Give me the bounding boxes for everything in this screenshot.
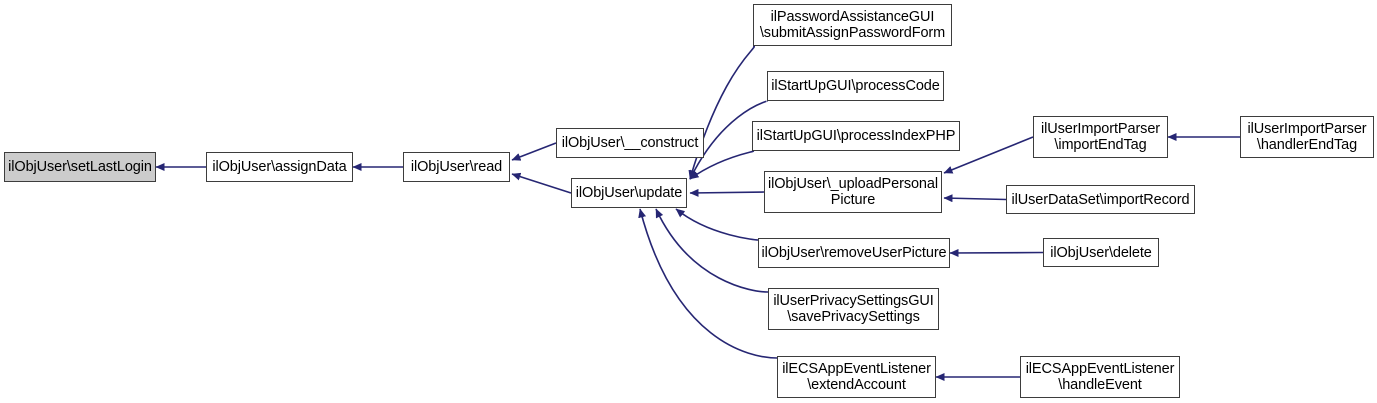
graph-node-assignData[interactable]: ilObjUser\assignData bbox=[206, 152, 353, 182]
graph-node-label: ilObjUser\_uploadPersonal Picture bbox=[768, 176, 938, 208]
graph-node-uploadPersonalPicture[interactable]: ilObjUser\_uploadPersonal Picture bbox=[764, 171, 942, 213]
graph-node-submitAssignPasswordForm[interactable]: ilPasswordAssistanceGUI \submitAssignPas… bbox=[753, 4, 952, 46]
graph-node-processCode[interactable]: ilStartUpGUI\processCode bbox=[767, 71, 944, 101]
graph-node-label: ilStartUpGUI\processCode bbox=[771, 78, 940, 94]
graph-node-setLastLogin[interactable]: ilObjUser\setLastLogin bbox=[4, 152, 156, 182]
graph-node-processIndexPHP[interactable]: ilStartUpGUI\processIndexPHP bbox=[752, 121, 960, 151]
graph-node-label: ilObjUser\delete bbox=[1050, 244, 1152, 261]
graph-edge-removeUserPicture-to-update bbox=[675, 208, 759, 241]
graph-edge-importEndTag-to-uploadPersonalPicture bbox=[943, 136, 1034, 174]
graph-node-label: ilObjUser\read bbox=[410, 159, 503, 175]
graph-node-label: ilUserPrivacySettingsGUI \savePrivacySet… bbox=[773, 293, 934, 325]
graph-node-removeUserPicture[interactable]: ilObjUser\removeUserPicture bbox=[758, 238, 950, 268]
graph-edge-delete-to-removeUserPicture bbox=[949, 248, 1044, 257]
graph-node-label: ilStartUpGUI\processIndexPHP bbox=[756, 128, 956, 144]
graph-node-label: ilECSAppEventListener \extendAccount bbox=[782, 361, 931, 393]
graph-node-label: ilPasswordAssistanceGUI \submitAssignPas… bbox=[759, 9, 946, 41]
graph-node-read[interactable]: ilObjUser\read bbox=[403, 152, 510, 182]
graph-node-savePrivacySettings[interactable]: ilUserPrivacySettingsGUI \savePrivacySet… bbox=[768, 288, 939, 330]
graph-edge-importRecord-to-uploadPersonalPicture bbox=[943, 194, 1007, 203]
graph-edge-savePrivacySettings-to-update bbox=[655, 208, 769, 293]
graph-edge-construct-to-read bbox=[511, 142, 557, 161]
graph-node-label: ilObjUser\__construct bbox=[561, 135, 699, 151]
graph-node-importEndTag[interactable]: ilUserImportParser \importEndTag bbox=[1033, 116, 1168, 158]
graph-node-handleEvent[interactable]: ilECSAppEventListener \handleEvent bbox=[1020, 356, 1180, 398]
graph-node-importRecord[interactable]: ilUserDataSet\importRecord bbox=[1006, 185, 1195, 214]
graph-node-extendAccount[interactable]: ilECSAppEventListener \extendAccount bbox=[777, 356, 936, 398]
graph-edge-uploadPersonalPicture-to-update bbox=[689, 188, 765, 197]
graph-edge-update-to-read bbox=[511, 172, 572, 194]
graph-node-label: ilUserImportParser \handlerEndTag bbox=[1247, 121, 1367, 153]
graph-node-delete[interactable]: ilObjUser\delete bbox=[1043, 238, 1159, 267]
graph-node-construct[interactable]: ilObjUser\__construct bbox=[556, 128, 704, 158]
graph-node-update[interactable]: ilObjUser\update bbox=[571, 178, 687, 208]
graph-node-label: ilObjUser\update bbox=[575, 185, 683, 201]
graph-node-handlerEndTag[interactable]: ilUserImportParser \handlerEndTag bbox=[1240, 116, 1374, 158]
graph-node-label: ilECSAppEventListener \handleEvent bbox=[1025, 361, 1175, 393]
graph-node-label: ilUserDataSet\importRecord bbox=[1011, 191, 1190, 208]
graph-node-label: ilObjUser\removeUserPicture bbox=[761, 245, 947, 261]
graph-edge-processCode-to-update bbox=[689, 100, 768, 180]
graph-node-label: ilObjUser\assignData bbox=[212, 159, 347, 175]
graph-edge-extendAccount-to-update bbox=[638, 208, 778, 359]
edge-layer bbox=[155, 45, 1240, 381]
graph-node-label: ilUserImportParser \importEndTag bbox=[1040, 121, 1161, 153]
graph-edge-processIndexPHP-to-update bbox=[689, 150, 755, 180]
graph-node-label: ilObjUser\setLastLogin bbox=[8, 159, 152, 175]
